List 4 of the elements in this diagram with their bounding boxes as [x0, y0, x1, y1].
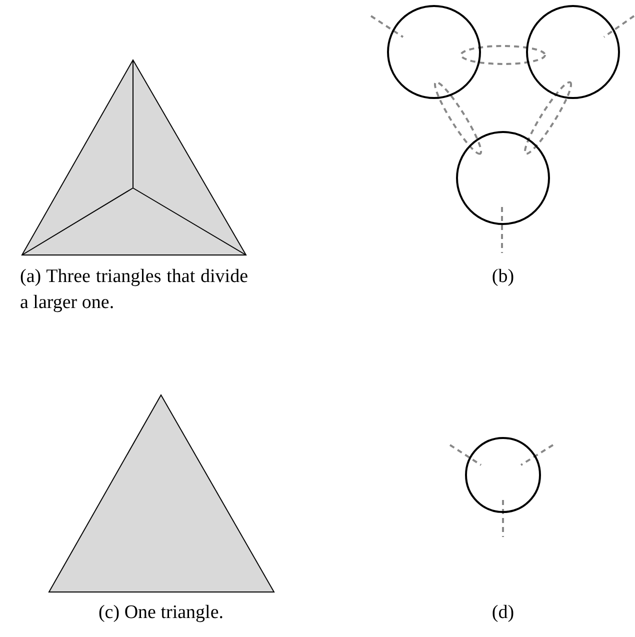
caption: (c) One triangle. — [97, 601, 225, 625]
caption: (b) — [490, 265, 516, 289]
caption: (a) Three triangles that divide a larger one. — [20, 265, 248, 315]
caption: (d) — [490, 601, 516, 625]
